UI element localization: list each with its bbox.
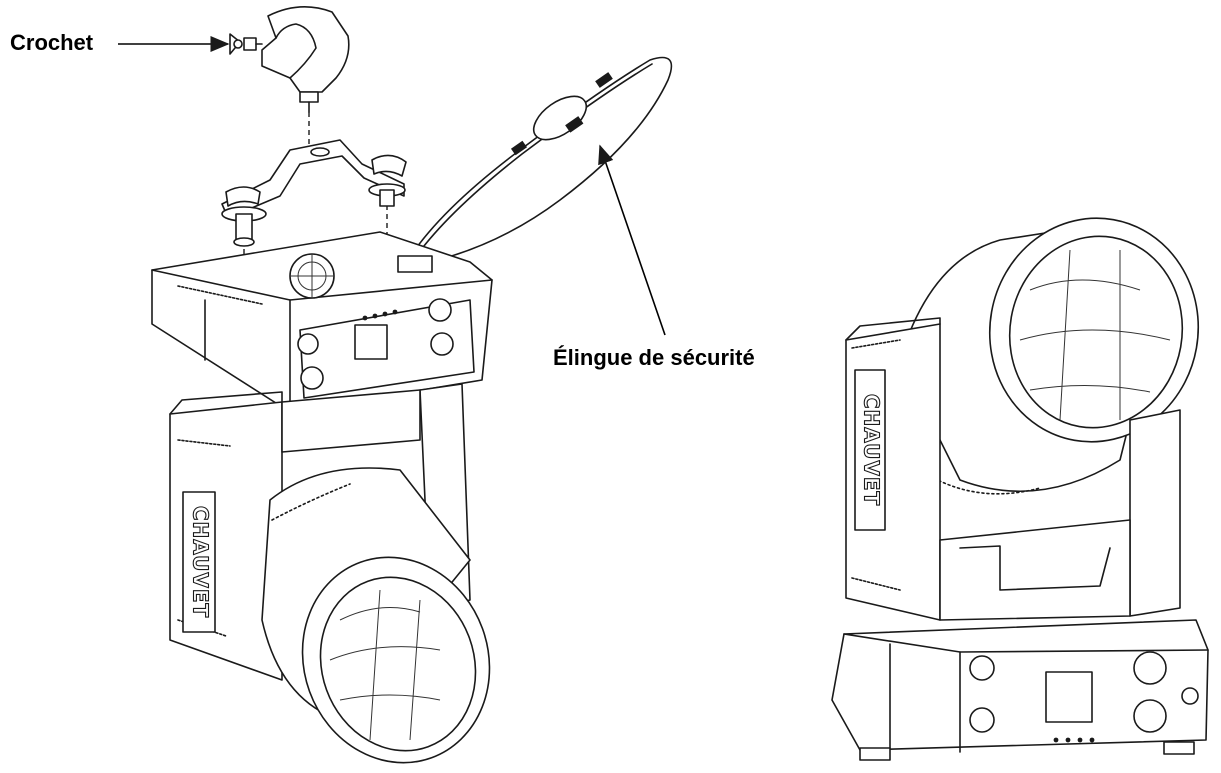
standing-fixture: CHAUVET	[831, 217, 1209, 761]
fixture-base-right	[831, 619, 1209, 761]
hook-label: Crochet	[10, 30, 94, 55]
brand-logo-right: CHAUVET	[860, 394, 884, 506]
safety-cable	[407, 56, 673, 263]
fixture-yoke-right: CHAUVET	[845, 317, 1181, 621]
safety-cable-callout-arrow	[598, 144, 666, 336]
omega-bracket	[221, 139, 407, 247]
fixture-yoke: CHAUVET	[169, 383, 471, 681]
fixture-head-right	[899, 217, 1200, 495]
brand-logo-left: CHAUVET	[189, 506, 213, 618]
fixture-head	[261, 467, 491, 764]
safety-cable-label: Élingue de sécurité	[553, 345, 755, 370]
hanging-fixture: CHAUVET	[151, 6, 673, 764]
fixture-base-top	[151, 231, 493, 413]
mounting-clamp	[229, 6, 350, 113]
